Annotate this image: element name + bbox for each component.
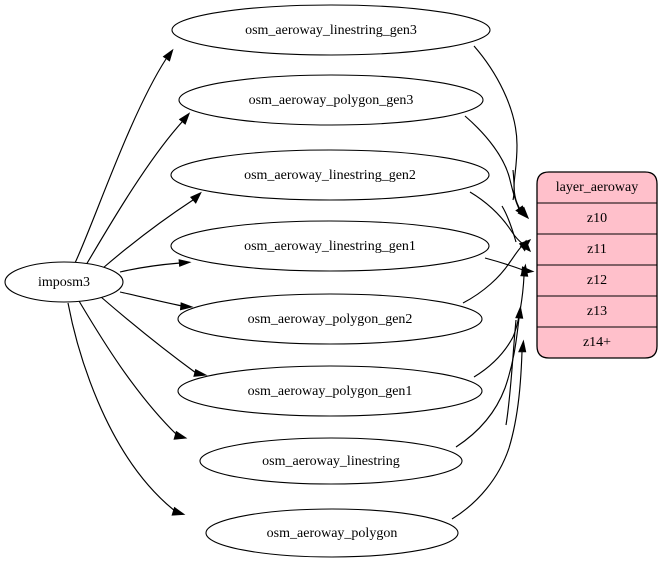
edge-imposm3-to-polygon — [67, 302, 186, 516]
node-layer_aeroway-table[interactable]: layer_aeroway z10 z11 z12 z13 z14+ — [536, 171, 658, 359]
node-label: imposm3 — [38, 275, 90, 290]
node-label: osm_aeroway_polygon_gen3 — [249, 93, 414, 108]
node-label: osm_aeroway_linestring_gen2 — [244, 168, 416, 183]
table-row-z13[interactable]: z13 — [587, 304, 607, 319]
node-osm_aeroway_linestring[interactable]: osm_aeroway_linestring — [199, 437, 463, 485]
node-osm_aeroway_linestring_gen1[interactable]: osm_aeroway_linestring_gen1 — [170, 220, 490, 272]
node-osm_aeroway_linestring_gen3[interactable]: osm_aeroway_linestring_gen3 — [171, 4, 491, 56]
edge-bundle-hairline-b — [501, 205, 517, 243]
edge-polygon-gen2-to-z11 — [462, 238, 532, 304]
node-osm_aeroway_polygon_gen1[interactable]: osm_aeroway_polygon_gen1 — [177, 365, 483, 417]
node-label: osm_aeroway_linestring_gen1 — [244, 239, 416, 254]
edge-imposm3-to-polygon-gen1 — [100, 296, 208, 377]
edge-imposm3-to-polygon-gen2 — [119, 291, 194, 311]
ellipse-shape — [171, 4, 491, 56]
edge-polygon-to-z14plus — [451, 339, 527, 520]
ellipse-shape — [170, 220, 490, 272]
edge-group-source-to-nodes — [67, 48, 208, 516]
node-osm_aeroway_polygon[interactable]: osm_aeroway_polygon — [205, 508, 459, 558]
node-osm_aeroway_linestring_gen2[interactable]: osm_aeroway_linestring_gen2 — [170, 149, 490, 201]
edge-polygon-gen1-to-z12 — [473, 263, 529, 378]
edge-imposm3-to-linestring-gen2 — [102, 191, 202, 269]
ellipse-shape — [177, 293, 483, 345]
edge-bundle-hairline-c — [505, 319, 517, 426]
table-row-z14plus[interactable]: z14+ — [583, 335, 611, 350]
ellipse-shape — [4, 261, 124, 303]
edge-bundle-hairline-a — [512, 169, 515, 201]
node-label: osm_aeroway_polygon_gen2 — [248, 312, 413, 327]
node-label: osm_aeroway_polygon — [267, 526, 398, 541]
node-label: osm_aeroway_polygon_gen1 — [248, 384, 413, 399]
table-row-z10[interactable]: z10 — [587, 211, 607, 226]
table-row-z11[interactable]: z11 — [587, 242, 607, 257]
edge-polygon-gen3-to-z10 — [464, 115, 529, 219]
ellipse-shape — [178, 74, 484, 126]
edge-imposm3-to-polygon-gen3 — [85, 112, 191, 266]
table-row-header-layer-aeroway[interactable]: layer_aeroway — [556, 180, 638, 195]
node-label: osm_aeroway_linestring — [262, 454, 400, 469]
ellipse-shape — [177, 365, 483, 417]
table-row-z12[interactable]: z12 — [587, 273, 607, 288]
ellipse-shape — [170, 149, 490, 201]
node-label: osm_aeroway_linestring_gen3 — [245, 23, 417, 38]
ellipse-shape — [199, 437, 463, 485]
ellipse-shape — [205, 508, 459, 558]
edge-linestring-to-z13 — [455, 305, 524, 448]
edge-imposm3-to-linestring — [78, 300, 188, 440]
node-osm_aeroway_polygon_gen2[interactable]: osm_aeroway_polygon_gen2 — [177, 293, 483, 345]
edge-imposm3-to-linestring-gen1 — [119, 259, 192, 273]
edge-group-nodes-to-table — [451, 45, 535, 520]
node-imposm3[interactable]: imposm3 — [4, 261, 124, 303]
node-osm_aeroway_polygon_gen3[interactable]: osm_aeroway_polygon_gen3 — [178, 74, 484, 126]
edge-imposm3-to-linestring-gen3 — [74, 48, 174, 264]
